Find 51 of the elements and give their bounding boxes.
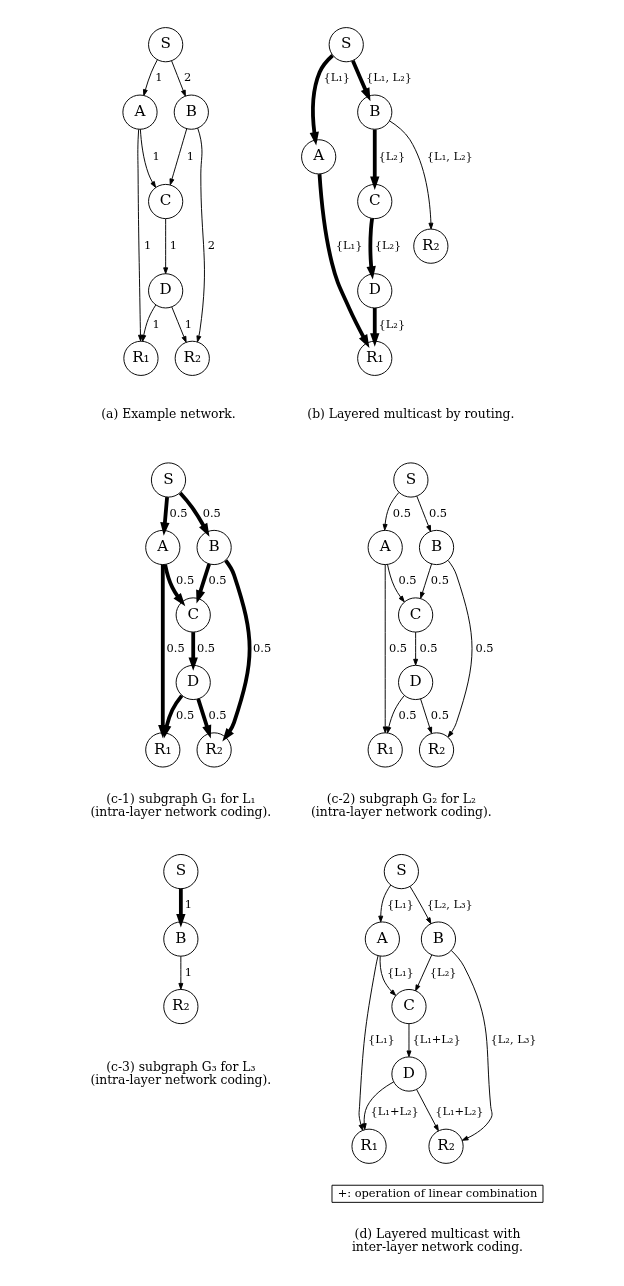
- edge-label: 1: [184, 897, 192, 912]
- edge-label: {L₂, L₃}: [490, 1032, 537, 1047]
- edge-label: {L₁, L₂}: [426, 148, 473, 163]
- edge-label: 0.5: [196, 640, 215, 655]
- edge-label: {L₁}: [386, 964, 414, 979]
- edge-label: 1: [186, 148, 194, 163]
- edge-label: {L₁}: [386, 897, 414, 912]
- edge-label: 0.5: [397, 573, 417, 588]
- edge-label: 2: [183, 70, 191, 85]
- edge-label: 1: [152, 148, 160, 163]
- label: (c-3) subgraph G₃ for L₃ (intra-layer network coding).: [89, 1059, 271, 1087]
- label: (d) Layered multicast with inter-layer network coding.: [351, 1226, 523, 1255]
- edge-label: {L₁}: [335, 238, 362, 253]
- label: (a) Example network.: [100, 406, 236, 421]
- edge-label: 0.5: [202, 505, 221, 520]
- edge-label: 1: [184, 316, 192, 331]
- edge-label: 0.5: [166, 640, 185, 655]
- edge-label: {L₂}: [378, 148, 405, 163]
- edge-label: {L₁}: [322, 70, 350, 85]
- edge-label: 0.5: [397, 708, 417, 723]
- edge-label: 0.5: [175, 573, 194, 588]
- edge-label: 0.5: [418, 640, 438, 655]
- edge-label: 1: [154, 70, 163, 85]
- edge-label: 1: [169, 238, 177, 253]
- edge-label: 0.5: [428, 505, 447, 520]
- edge-label: {L₂}: [378, 316, 405, 331]
- edge-label: 0.5: [392, 505, 411, 520]
- label: (c-2) subgraph G₂ for L₂ (intra-layer network coding).: [310, 791, 492, 819]
- edge-label: 1: [184, 964, 192, 979]
- edge-label: 1: [152, 316, 160, 331]
- label: (c-1) subgraph G₁ for L₁ (intra-layer network coding).: [89, 791, 271, 819]
- edge-label: 1: [143, 238, 151, 253]
- edge-label: {L₁+L₂}: [370, 1104, 419, 1119]
- edge-label: 0.5: [168, 505, 188, 520]
- edge-label: 0.5: [430, 708, 449, 723]
- edge-label: 0.5: [207, 708, 227, 723]
- edge-label: 0.5: [388, 640, 407, 655]
- edge-label: 0.5: [207, 573, 227, 588]
- edge-label: {L₂, L₃}: [426, 897, 473, 912]
- edge-label: 0.5: [430, 573, 449, 588]
- edge-label: 0.5: [252, 640, 271, 655]
- edge-label: {L₁+L₂}: [434, 1104, 483, 1119]
- edge-label: {L₁+L₂}: [411, 1032, 461, 1047]
- edge-label: {L₁, L₂}: [365, 70, 412, 85]
- edge-label: {L₂}: [429, 964, 456, 979]
- edge-label: 2: [207, 238, 215, 253]
- edge-label: 0.5: [175, 708, 194, 723]
- edge-label: {L₂}: [374, 238, 401, 253]
- edge-label: 0.5: [474, 640, 494, 655]
- edge-label: {L₁}: [367, 1032, 395, 1047]
- label: (b) Layered multicast by routing.: [306, 406, 514, 421]
